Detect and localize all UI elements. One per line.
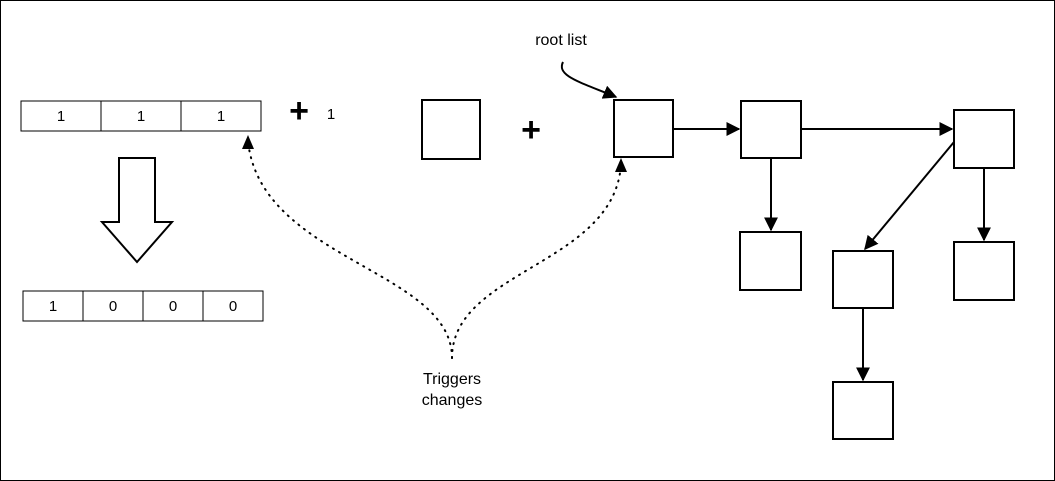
root-node-2 (740, 100, 802, 159)
plus-sign: + (289, 92, 309, 130)
child-node (832, 250, 894, 309)
grandchild-node (832, 381, 894, 440)
binary-array-before: 1 1 1 (20, 100, 262, 132)
plus-sign: + (521, 111, 541, 149)
down-arrow-icon (99, 157, 175, 264)
array-cell (142, 290, 204, 322)
trigger-arrow-right (451, 163, 622, 359)
array-cell (202, 290, 264, 322)
array-cell-value: 0 (169, 298, 177, 315)
root-node-3 (953, 109, 1015, 169)
array-cell-value: 0 (229, 298, 237, 315)
array-cell-value: 1 (217, 108, 225, 125)
array-cell-value: 0 (109, 298, 117, 315)
array-cell-value: 1 (57, 108, 65, 125)
array-cell (20, 100, 102, 132)
trigger-arrow-left (247, 140, 453, 359)
child-edge (864, 141, 955, 251)
array-cell (180, 100, 262, 132)
root-list-label: root list (535, 32, 587, 49)
annotation-line-1: Triggers (423, 371, 481, 388)
new-node-box (421, 99, 481, 160)
child-node (953, 241, 1015, 301)
array-cell (100, 100, 182, 132)
array-cell-value: 1 (137, 108, 145, 125)
trigger-arrowhead (242, 135, 254, 149)
array-cell (22, 290, 84, 322)
array-cell (82, 290, 144, 322)
child-node (739, 231, 802, 291)
increment-value: 1 (327, 106, 335, 123)
root-node-1 (613, 99, 674, 158)
array-cell-value: 1 (49, 298, 57, 315)
root-pointer-arrow (560, 61, 618, 99)
annotation-line-2: changes (422, 392, 483, 409)
binary-array-after: 1 0 0 0 (22, 290, 264, 322)
trigger-arrowhead (615, 158, 627, 172)
